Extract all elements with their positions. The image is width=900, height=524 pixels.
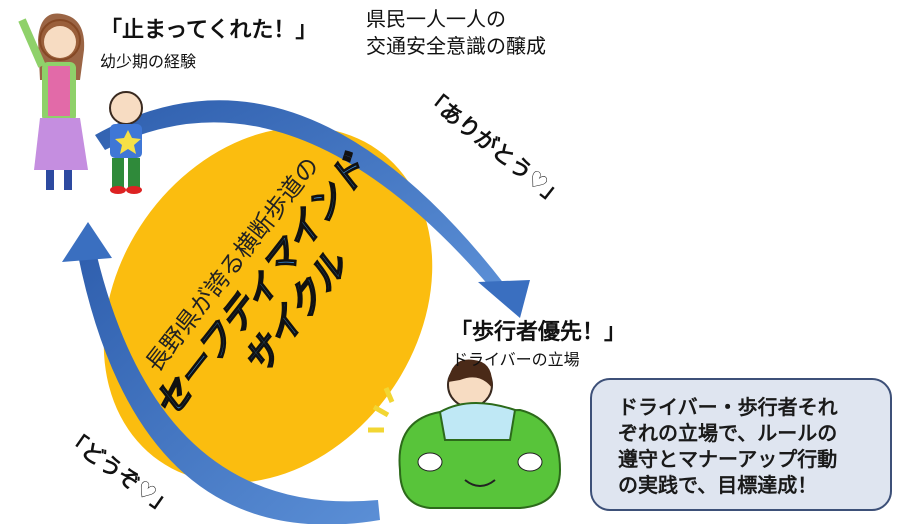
center-ellipse [103, 127, 433, 483]
mother-and-child-illustration [18, 13, 143, 194]
bottom-arrow [62, 222, 380, 524]
driver-stage-quote: 「歩行者優先！」 [450, 320, 627, 345]
child-stage-quote: 「止まってくれた！」 [100, 18, 318, 43]
summary-line: ぞれの立場で、ルールの [618, 421, 838, 445]
header-line1: 県民一人一人の [366, 7, 506, 31]
header-line2: 交通安全意識の醸成 [366, 34, 546, 58]
driver-stage-caption: ドライバーの立場 [452, 350, 580, 369]
summary-line: 遵守とマナーアップ行動 [618, 447, 838, 471]
summary-line: ドライバー・歩行者それ [618, 395, 838, 419]
child-stage-caption: 幼少期の経験 [100, 52, 197, 71]
summary-box: ドライバー・歩行者それ ぞれの立場で、ルールの 遵守とマナーアップ行動 の実践で… [590, 378, 892, 511]
summary-line: の実践で、目標達成！ [618, 473, 818, 497]
car-with-driver-illustration [368, 359, 562, 509]
